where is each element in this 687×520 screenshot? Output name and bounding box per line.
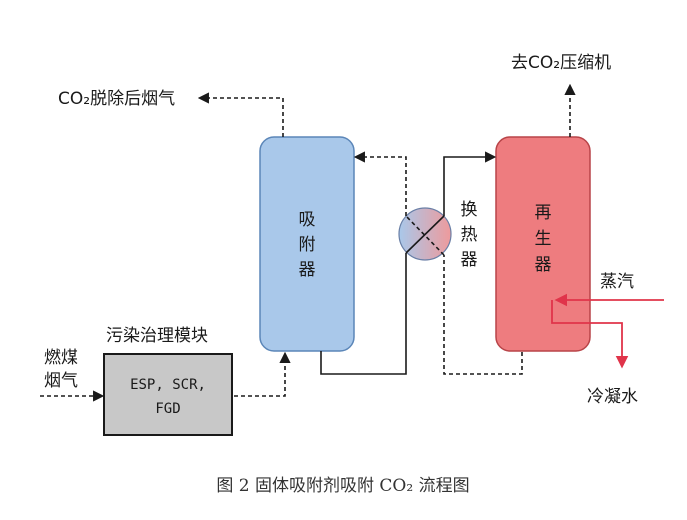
pollution-module-title: 污染治理模块 [106,326,208,346]
regenerator-label-1: 再 [535,203,552,223]
adsorber-label-3: 器 [299,260,316,280]
coal-flue-gas-label-2: 烟气 [44,371,78,391]
co2-removed-flue-gas-label: CO₂脱除后烟气 [58,89,175,109]
lean-sorbent-return-line [443,255,523,375]
heat-exchanger-label-1: 换 [461,200,478,220]
condensate-label: 冷凝水 [587,387,638,407]
rich-sorbent-through-hx [405,215,445,254]
rich-sorbent-from-adsorber [320,253,407,375]
module-to-adsorber-flow [234,351,291,397]
coal-flue-gas-label-1: 燃煤 [44,348,78,368]
module-content-line-2: FGD [155,401,180,417]
heat-exchanger-label-2: 热 [461,225,478,245]
pollution-control-module [103,353,233,436]
adsorber-label-1: 吸 [299,210,316,230]
regenerator-label-2: 生 [535,229,552,249]
steam-coil-line [551,300,629,369]
regenerator-label-3: 器 [535,255,552,275]
to-co2-compressor-label: 去CO₂压缩机 [511,53,611,73]
adsorber-exhaust-flow [197,92,284,137]
steam-label: 蒸汽 [600,272,634,292]
module-content-line-1: ESP, SCR, [130,377,206,393]
heat-exchanger-label-3: 器 [461,250,478,270]
lean-sorbent-through-hx [405,215,445,256]
lean-sorbent-to-adsorber [353,151,407,216]
adsorber-column [259,136,355,352]
rich-sorbent-to-regenerator [443,151,497,216]
figure-caption: 图 2 固体吸附剂吸附 CO₂ 流程图 [216,476,469,496]
adsorber-label-2: 附 [299,235,316,255]
